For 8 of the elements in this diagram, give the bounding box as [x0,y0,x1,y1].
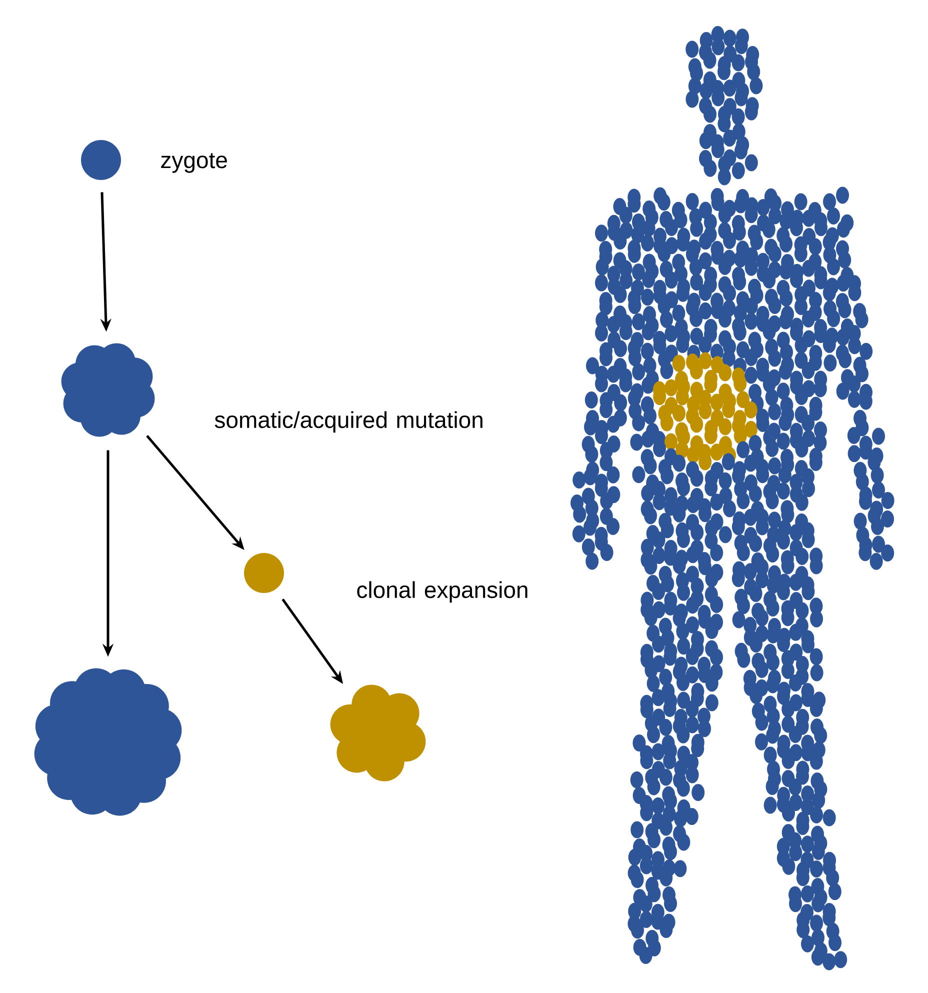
edge-label: somatic/acquired mutation [214,411,482,433]
cell-label: zygote [161,153,227,173]
cell-cluster [61,343,155,437]
cell [81,140,121,180]
cell-cluster [34,668,182,816]
cell [244,553,284,593]
edge-label: clonal expansion [357,581,528,603]
cell-cluster [330,684,426,782]
